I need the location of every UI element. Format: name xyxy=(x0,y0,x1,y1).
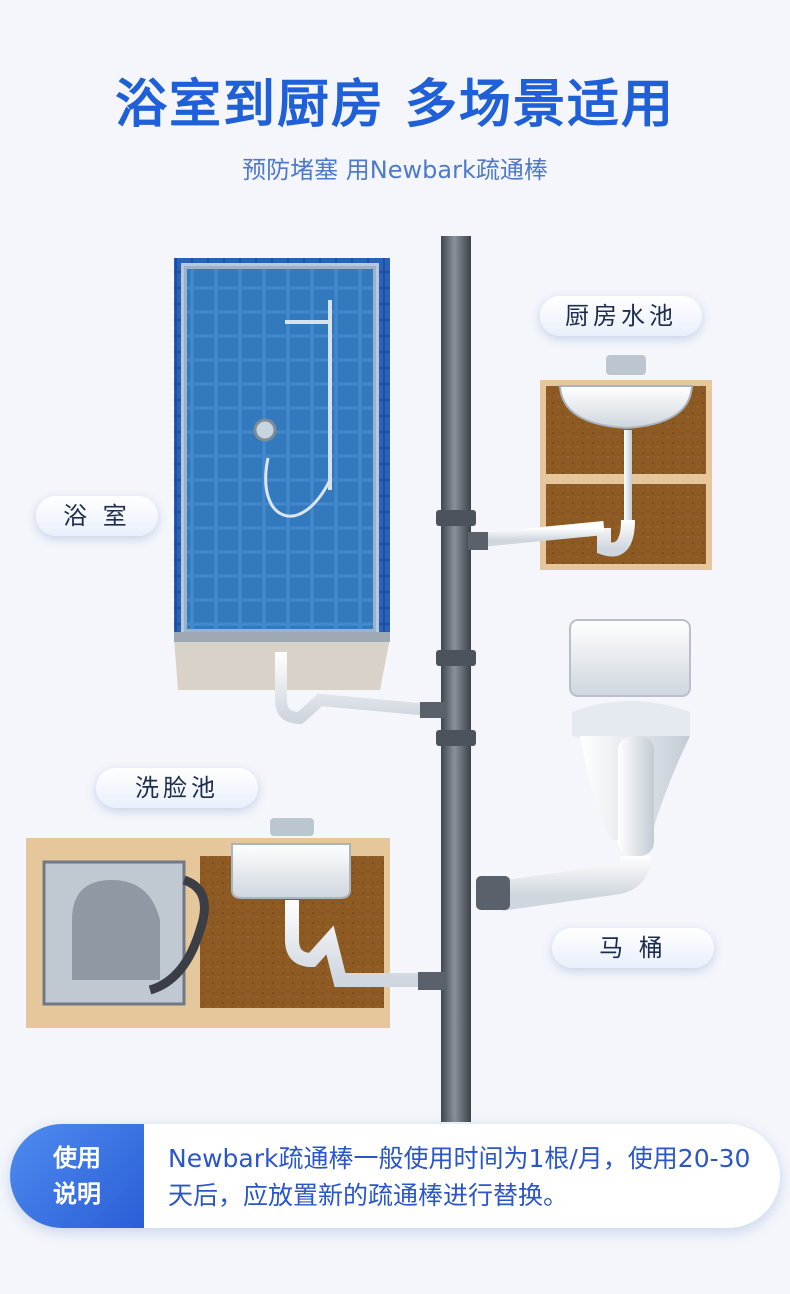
label-kitchen-sink: 厨房水池 xyxy=(540,296,702,336)
main-drain-pipe xyxy=(436,236,476,1122)
shower-illustration xyxy=(174,258,446,725)
page-title: 浴室到厨房 多场景适用 xyxy=(114,75,676,135)
page-subtitle: 预防堵塞 用Newbark疏通棒 xyxy=(242,156,548,184)
usage-text: Newbark疏通棒一般使用时间为1根/月，使用20-30天后，应放置新的疏通棒… xyxy=(168,1144,751,1210)
label-bathroom: 浴 室 xyxy=(36,496,158,536)
toilet-illustration xyxy=(476,619,691,911)
usage-instructions-panel: 使用 说明 Newbark疏通棒一般使用时间为1根/月，使用20-30天后，应放… xyxy=(10,1124,780,1228)
label-toilet: 马 桶 xyxy=(552,928,714,968)
usage-tag-line2: 说明 xyxy=(53,1180,101,1208)
washbasin-illustration xyxy=(26,818,446,1028)
usage-tag: 使用 说明 xyxy=(10,1124,144,1228)
label-washbasin: 洗脸池 xyxy=(96,768,258,808)
kitchen-sink-illustration xyxy=(468,355,712,570)
usage-tag-line1: 使用 xyxy=(53,1144,101,1172)
